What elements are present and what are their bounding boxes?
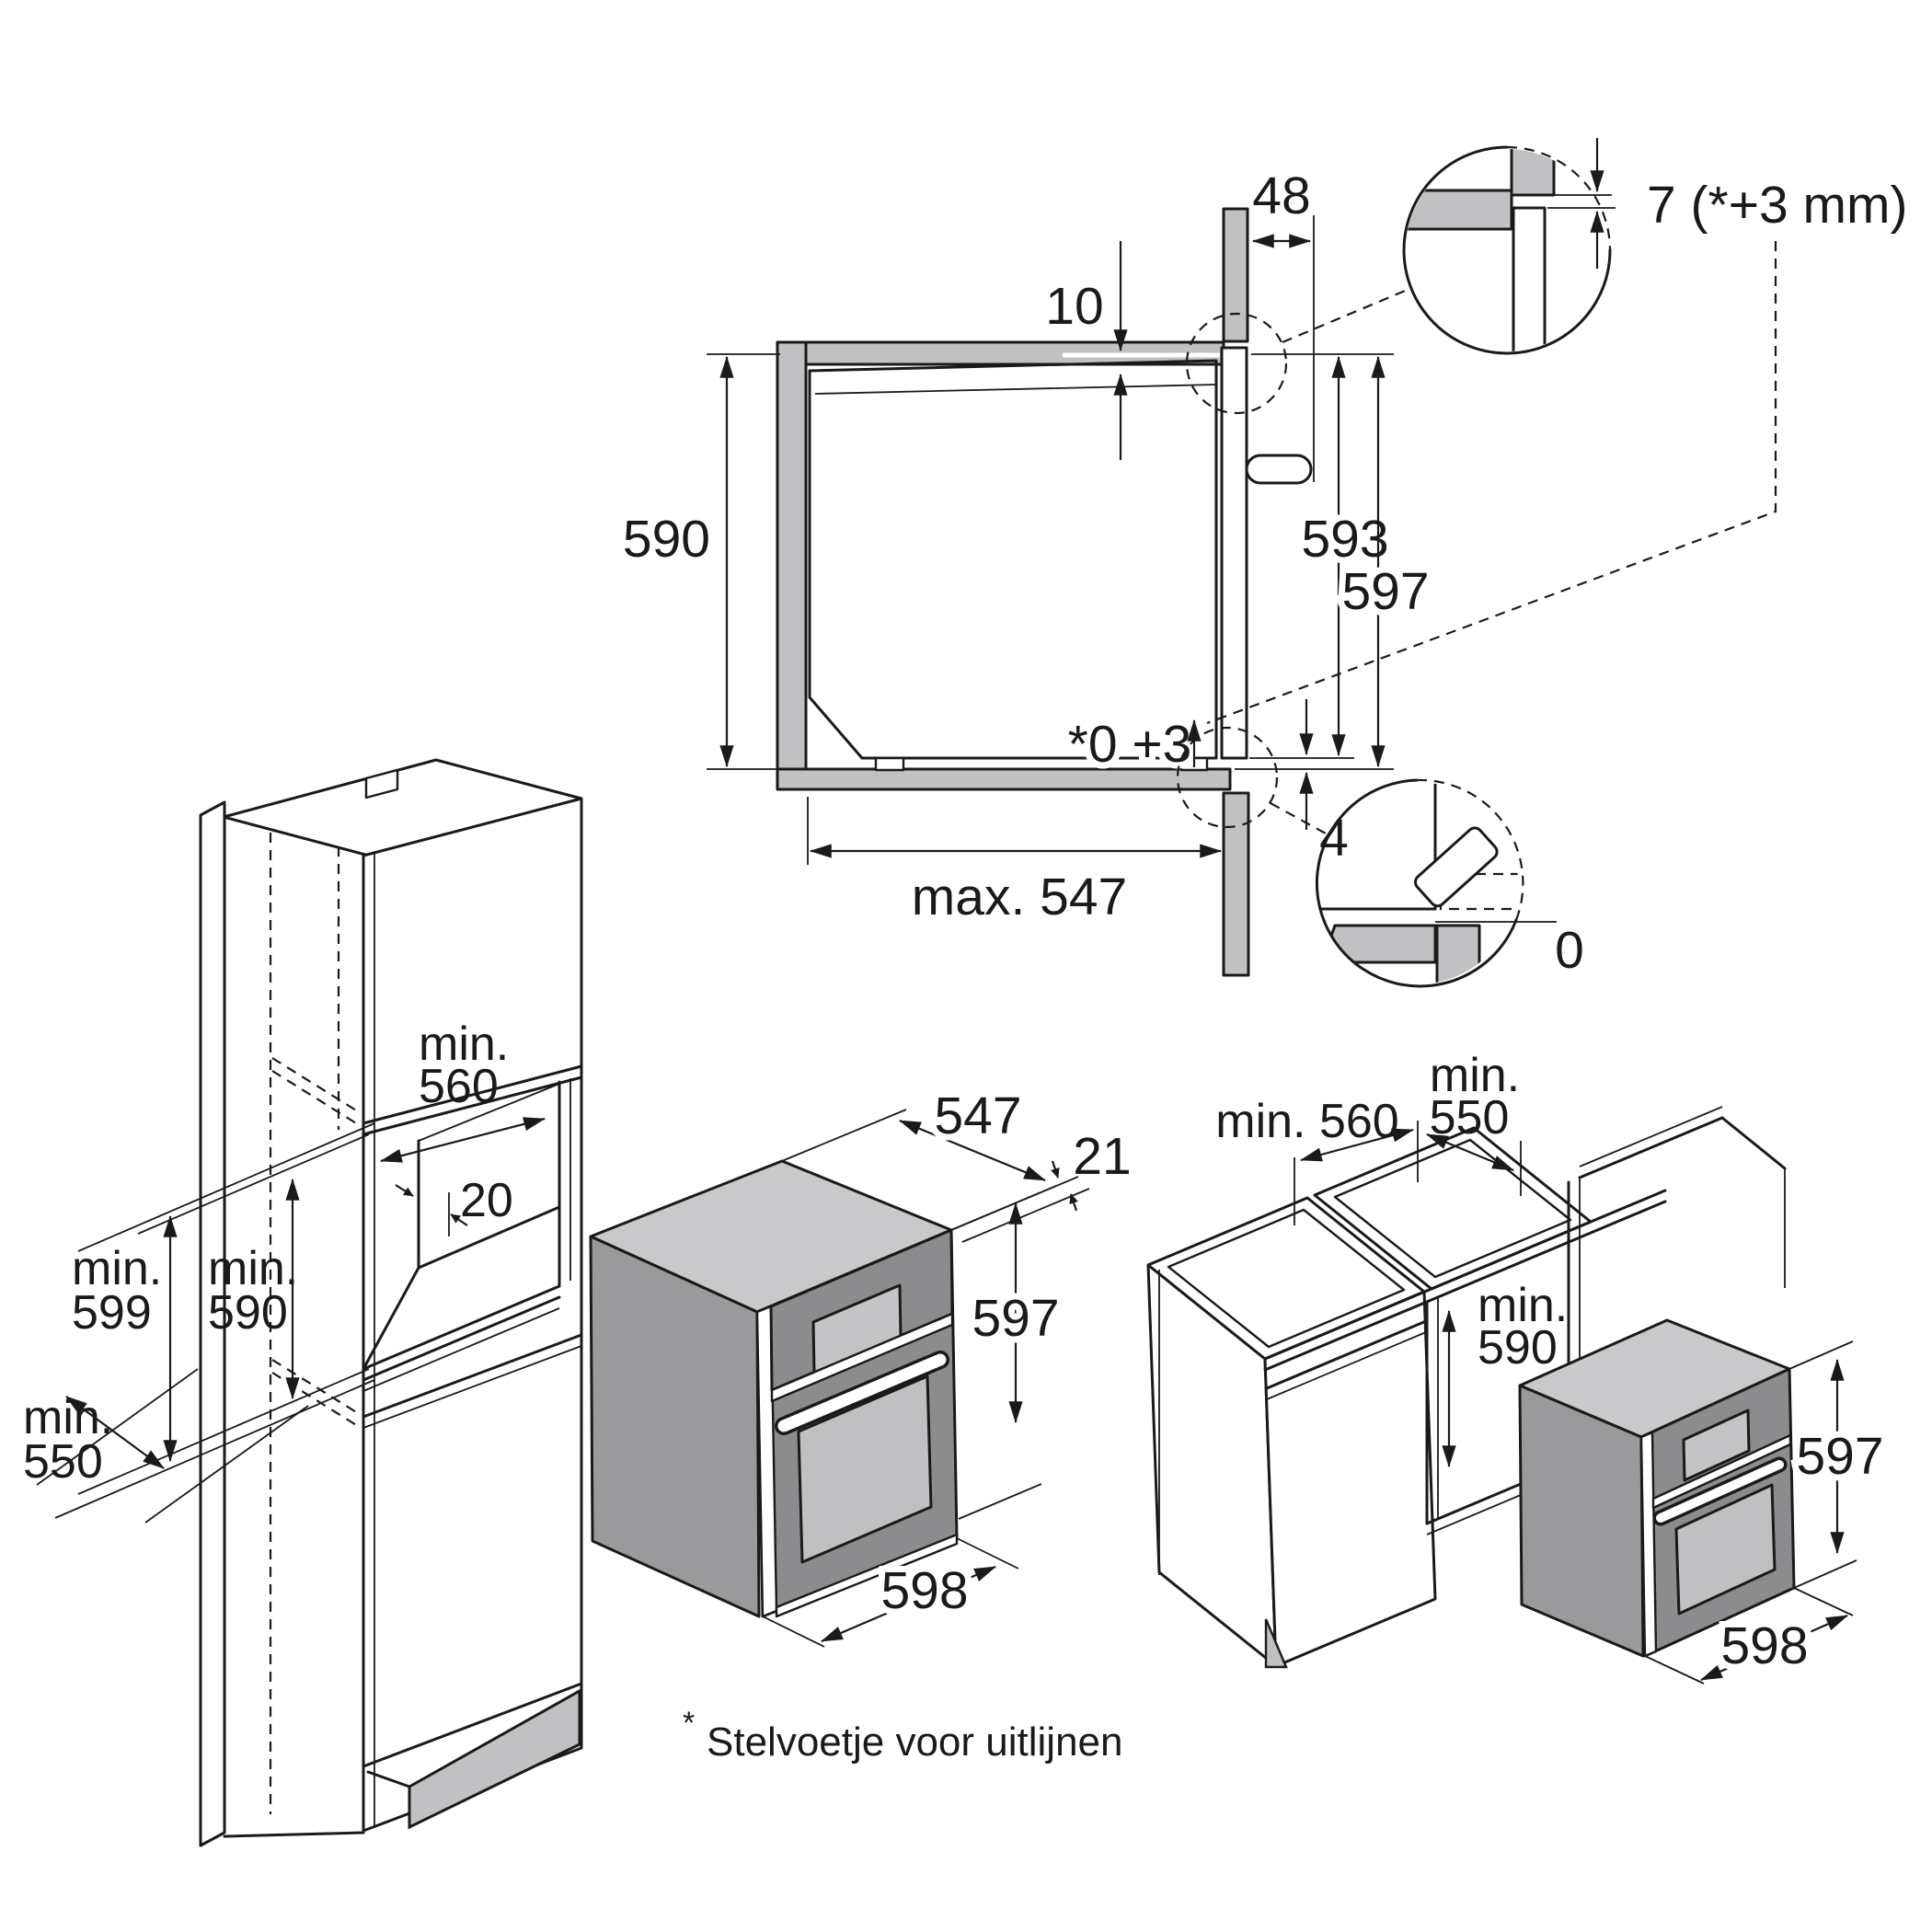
- adjustable-foot-detail-view: 0: [1315, 778, 1584, 988]
- dim-label-598-oven: 598: [880, 1561, 968, 1620]
- dim-cabinet-height: 590: [623, 353, 780, 770]
- oven-side-face: [589, 1235, 761, 1618]
- base-oven: [1518, 1318, 1796, 1658]
- detail-callout-bottom-circle: [1176, 726, 1279, 829]
- label-min: min.: [1430, 1049, 1520, 1102]
- oven-front-frame: [1220, 346, 1248, 760]
- base-niche: min. 590: [1425, 1237, 1581, 1535]
- dim-tall-front-height: min. 599: [72, 1214, 178, 1463]
- oven-door-window: [797, 1374, 933, 1564]
- dim-label-597-section: 597: [1341, 562, 1429, 621]
- dim-label-max547: max. 547: [912, 868, 1127, 926]
- dim-label-10: 10: [1045, 277, 1103, 336]
- dim-oven-height: 597: [958, 1202, 1066, 1520]
- dim-label-590-tall: 590: [208, 1286, 288, 1340]
- detail-door-section: [1510, 149, 1556, 197]
- base-box2-opening: [1333, 1138, 1572, 1279]
- dim-label-0plus3: *0 +3: [1068, 715, 1192, 774]
- base-oven-door-window: [1674, 1483, 1777, 1616]
- oven-panel-gap: [770, 1312, 954, 1403]
- dim-label-7mm: 7 (*+3 mm): [1647, 176, 1907, 235]
- dim-label-560: 560: [419, 1060, 499, 1113]
- tall-cabinet-back-tab: [364, 768, 399, 799]
- dim-label-550-base: 550: [1430, 1091, 1510, 1144]
- base-oven-side: [1518, 1384, 1645, 1658]
- oven-handle-section: [1245, 454, 1313, 485]
- base-cabinet-installation-view: min. 590 min. 560 min. 550: [1146, 1049, 1891, 1685]
- dim-bottom-adjustment: *0 +3: [1062, 708, 1202, 780]
- cabinet-back-panel: [776, 340, 808, 786]
- dim-label-20: 20: [460, 1174, 513, 1227]
- base-oven-handle: [1652, 1456, 1788, 1526]
- detail-shelf-section: [1320, 924, 1437, 964]
- dim-label-598-base: 598: [1720, 1616, 1808, 1675]
- dim-label-597-base: 597: [1796, 1427, 1883, 1486]
- dim-base-oven-height: 597: [1788, 1340, 1891, 1589]
- base-box1-notch: [1264, 1618, 1288, 1669]
- dim-label-21: 21: [1073, 1127, 1131, 1186]
- dim-top-gap: 10: [1045, 241, 1128, 460]
- detail-leader-lines: [1206, 241, 1777, 834]
- detail-circle-solid-arc: [1402, 145, 1612, 355]
- detail-lower-door-section: [1435, 924, 1481, 984]
- base-oven-display: [1682, 1409, 1751, 1482]
- oven-rear-foot: [874, 756, 905, 772]
- dim-oven-depth: 547: [781, 1080, 1057, 1231]
- dim-tall-niche-depth: min. 560: [379, 1018, 546, 1163]
- adjustable-foot: [1414, 826, 1499, 908]
- oven-dimensions-view: 547 21 597 598: [589, 1080, 1132, 1648]
- dim-label-590-base: 590: [1478, 1321, 1558, 1374]
- dim-label-550-tall: 550: [23, 1435, 103, 1489]
- dim-label-599: 599: [72, 1286, 152, 1340]
- cabinet-bottom-shelf: [776, 767, 1232, 791]
- dim-recess-depth: 48: [1251, 167, 1315, 482]
- dim-base-adjacent-depth: min. 550: [1425, 1049, 1522, 1196]
- label-min: min.: [72, 1242, 162, 1295]
- dim-base-oven-width: 598: [1644, 1587, 1854, 1685]
- tall-cabinet-front-face: [362, 797, 583, 1833]
- oven-cross-section-view: 590 10 48 593 597 *0 +3: [623, 167, 1436, 977]
- base-oven-frame-edge: [1639, 1431, 1658, 1658]
- footnote-text: Stelvoetje voor uitlijnen: [707, 1719, 1122, 1765]
- dim-label-min560-base: min. 560: [1215, 1095, 1398, 1148]
- base-box1-opening: [1167, 1208, 1406, 1349]
- dim-tall-depth: min. 550: [23, 1368, 309, 1524]
- dim-total-height: 597: [1335, 355, 1436, 768]
- label-min: min.: [23, 1391, 113, 1444]
- detail-top-panel-section: [1406, 189, 1513, 231]
- tall-cabinet-side-panel: [199, 800, 226, 1847]
- detail-oven-frame-section: [1512, 206, 1547, 351]
- dim-max-depth: max. 547: [807, 797, 1223, 926]
- dim-label-4: 4: [1319, 809, 1349, 868]
- detail-callout-top-circle: [1185, 312, 1288, 415]
- label-min: min.: [1478, 1279, 1568, 1332]
- dim-oven-overhang: 21: [950, 1127, 1132, 1243]
- oven-handle: [775, 1351, 949, 1435]
- cabinet-door-above: [1222, 207, 1249, 343]
- dim-label-590: 590: [623, 510, 710, 569]
- dim-label-48: 48: [1252, 167, 1310, 225]
- base-oven-panel-gap: [1651, 1433, 1792, 1510]
- footnote-marker: *: [683, 1706, 695, 1741]
- label-min: min.: [419, 1018, 509, 1071]
- label-min: min.: [208, 1242, 298, 1295]
- footnote: * Stelvoetje voor uitlijnen: [683, 1706, 1122, 1765]
- dim-foot-height: 4: [1299, 699, 1349, 868]
- dim-tall-niche-height: min. 590: [208, 1178, 300, 1400]
- oven-body-section: [808, 346, 1313, 772]
- dim-label-593: 593: [1301, 510, 1388, 569]
- dim-label-0: 0: [1555, 921, 1584, 980]
- detail-circle-dashed-arc: [1506, 145, 1612, 251]
- top-gap-detail-view: 7 (*+3 mm): [1402, 138, 1907, 355]
- asterisk-leader-line: [1206, 241, 1777, 725]
- foot-circle-solid-arc: [1315, 778, 1518, 988]
- dim-label-547: 547: [934, 1087, 1021, 1145]
- dim-label-597-oven: 597: [972, 1289, 1059, 1348]
- cabinet-door-below: [1222, 791, 1250, 977]
- dim-oven-width: 598: [762, 1537, 1019, 1648]
- dim-base-niche-depth: min. 560: [1215, 1095, 1419, 1225]
- tall-cabinet-view: 20 min. 560 min. 590 min. 599 m: [23, 758, 583, 1847]
